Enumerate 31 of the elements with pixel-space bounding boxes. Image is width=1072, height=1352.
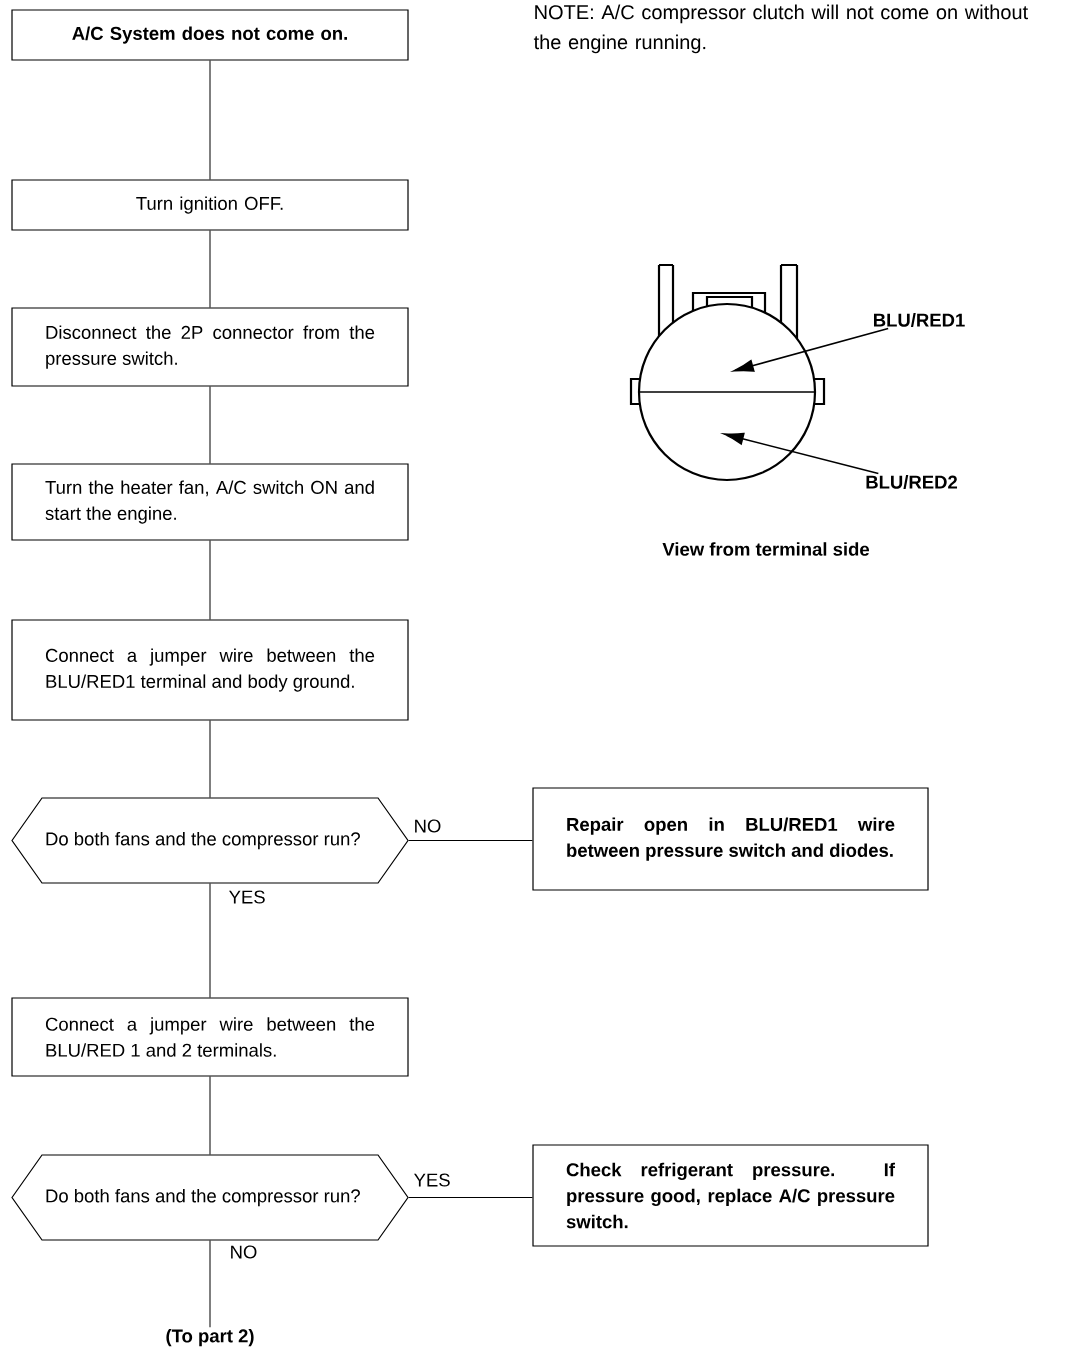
connector-line (209, 883, 211, 998)
process-box: Connect a jumper wire between the BLU/RED1 terminal and body ground. (11, 619, 409, 721)
connector-line (209, 230, 211, 308)
process-box: Connect a jumper wire between the BLU/RED 1 and 2 terminals. (11, 997, 409, 1077)
leader-line (733, 327, 889, 372)
edge-label: YES (412, 1172, 452, 1188)
connector-line (209, 1240, 211, 1328)
decision-hexagon: Do both fans and the compressor run? (11, 1154, 409, 1241)
note-text: NOTE: A/C compressor clutch will not come on without the engine running. (533, 4, 1028, 54)
process-box: Turn ignition OFF. (11, 179, 409, 231)
edge-label: NO (412, 818, 443, 834)
connector-line (209, 720, 211, 798)
note-text: (To part 2) (166, 1328, 254, 1347)
connector-line (209, 386, 211, 464)
process-box: Turn the heater fan, A/C switch ON and start the engine. (11, 463, 409, 541)
leader-line (723, 432, 880, 475)
process-box: A/C System does not come on. (11, 9, 409, 61)
connector-line (408, 840, 533, 841)
connector-line (209, 540, 211, 620)
connector-line (209, 60, 211, 180)
connector-line (209, 1076, 211, 1155)
edge-label: YES (227, 889, 267, 905)
caption-text: View from terminal side (662, 542, 870, 556)
process-box: Repair open in BLU/RED1 wire between pressure switch and diodes. (532, 787, 929, 891)
decision-hexagon: Do both fans and the compressor run? (11, 797, 409, 884)
process-box: Check refrigerant pressure. If pressure good, replace A/C pressure switch. (532, 1144, 929, 1247)
connector-line (408, 1197, 533, 1198)
edge-label: NO (228, 1244, 259, 1260)
note-text: BLU/RED1 (874, 313, 965, 327)
note-text: BLU/RED2 (866, 475, 957, 489)
process-box: Disconnect the 2P connector from the pressure switch. (11, 307, 409, 387)
